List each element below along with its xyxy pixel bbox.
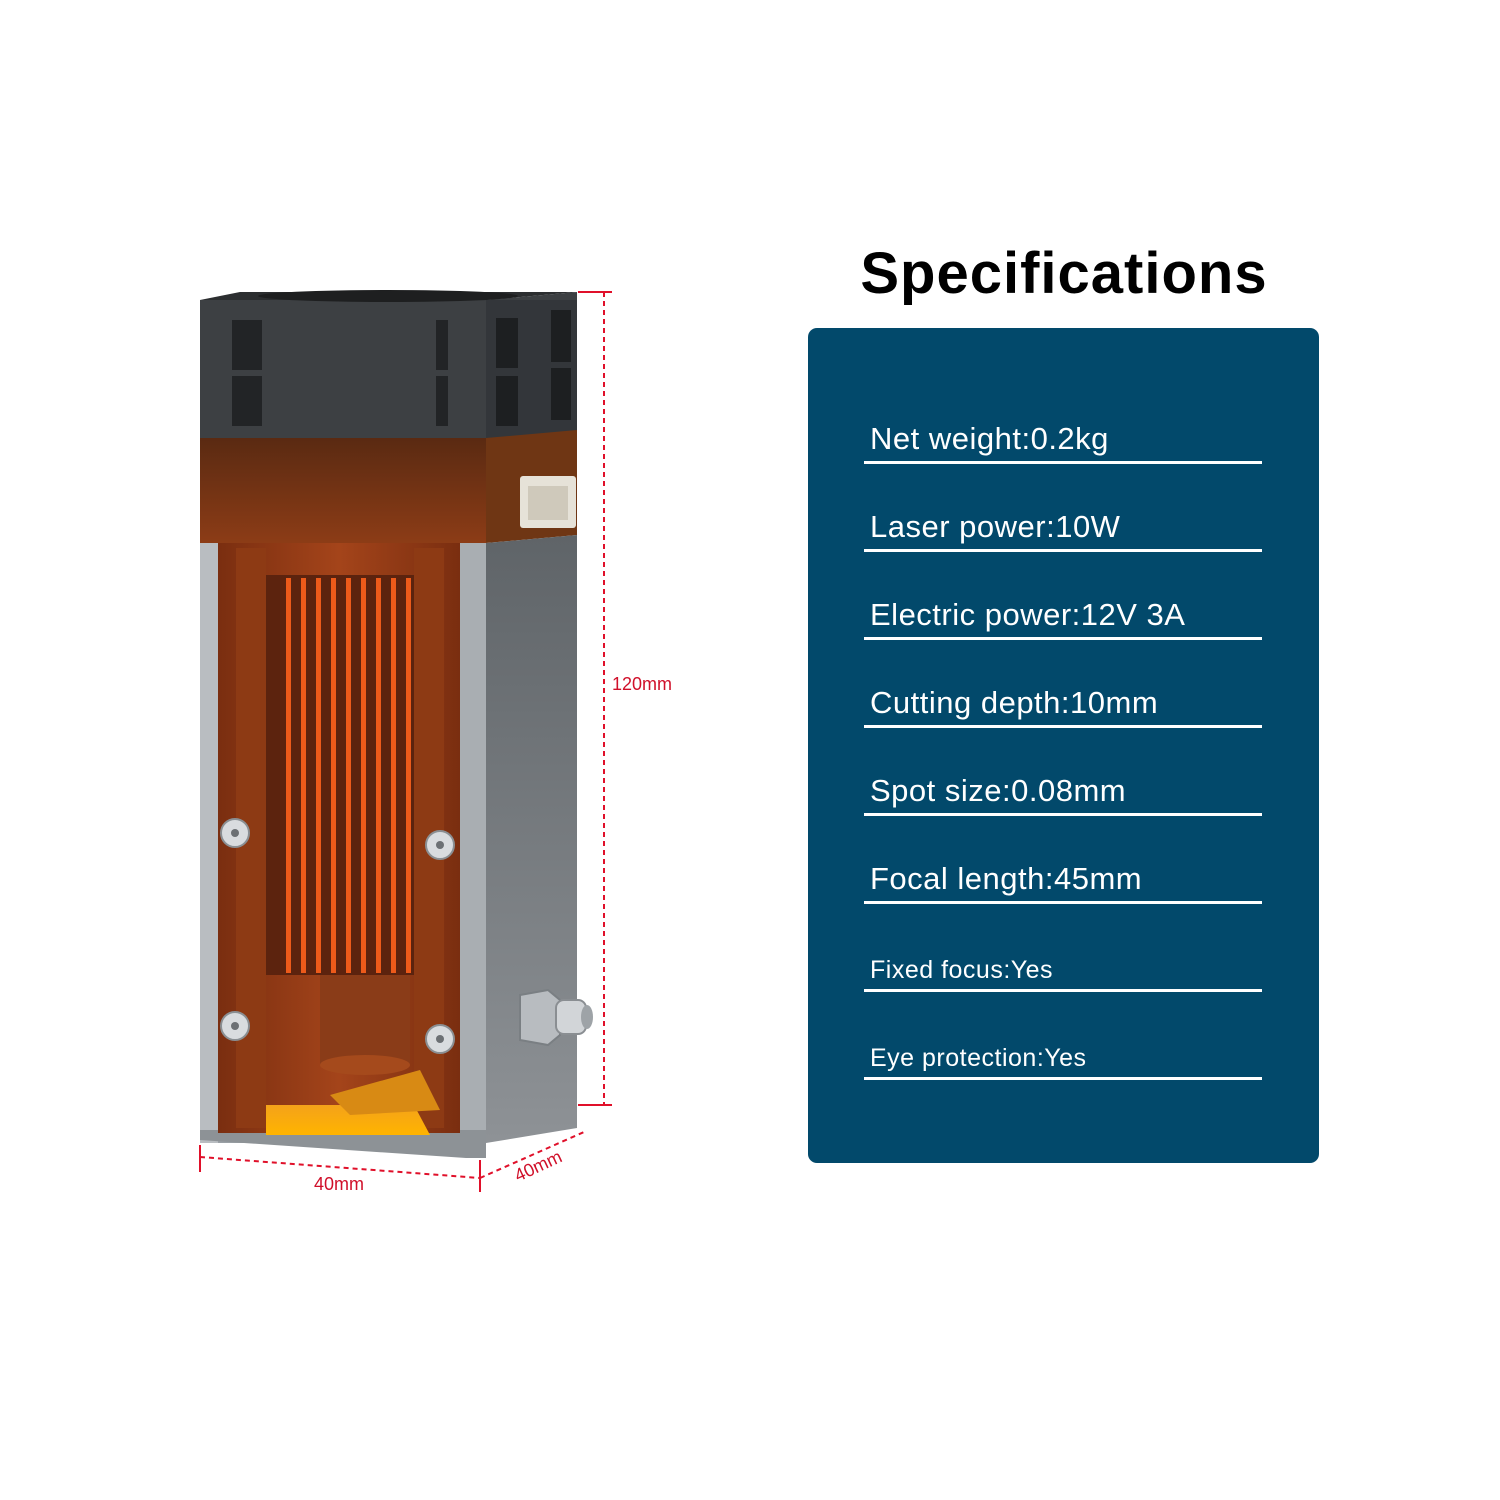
spec-label: Cutting depth:10mm xyxy=(870,685,1159,720)
spec-row-spot-size: Spot size:0.08mm xyxy=(864,773,1262,816)
screw-icon xyxy=(425,1024,455,1054)
amber-top-band xyxy=(200,430,577,543)
screw-icon xyxy=(425,830,455,860)
spec-label: Net weight:0.2kg xyxy=(870,421,1109,456)
spec-label: Laser power:10W xyxy=(870,509,1121,544)
heatsink-fins xyxy=(286,578,411,973)
spec-label: Focal length:45mm xyxy=(870,861,1143,896)
height-dimension-line xyxy=(578,291,612,1106)
spec-label: Eye protection:Yes xyxy=(870,1044,1087,1072)
spec-row-focal-length: Focal length:45mm xyxy=(864,861,1262,904)
spec-row-cutting-depth: Cutting depth:10mm xyxy=(864,685,1262,728)
specifications-panel: Net weight:0.2kg Laser power:10W Electri… xyxy=(808,328,1319,1163)
screw-icon xyxy=(220,818,250,848)
height-dimension-label: 120mm xyxy=(612,674,672,694)
cooling-fan xyxy=(200,290,577,438)
spec-row-laser-power: Laser power:10W xyxy=(864,509,1262,552)
spec-label: Fixed focus:Yes xyxy=(870,956,1054,984)
air-nozzle-icon xyxy=(519,988,593,1047)
width-dimension-line xyxy=(199,1145,481,1179)
laser-module-illustration: 120mm 40mm 40mm xyxy=(199,290,672,1194)
spec-label: Electric power:12V 3A xyxy=(870,597,1186,632)
spec-row-eye-protection: Eye protection:Yes xyxy=(864,1040,1262,1080)
spec-row-net-weight: Net weight:0.2kg xyxy=(864,421,1262,464)
spec-row-electric-power: Electric power:12V 3A xyxy=(864,597,1262,640)
depth-dimension-line xyxy=(479,1131,585,1192)
screw-icon xyxy=(220,1011,250,1041)
spec-row-fixed-focus: Fixed focus:Yes xyxy=(864,952,1262,992)
width-dimension-label: 40mm xyxy=(314,1174,364,1194)
lens-assembly xyxy=(266,975,440,1135)
page-title: Specifications xyxy=(860,241,1268,306)
spec-label: Spot size:0.08mm xyxy=(870,773,1127,808)
